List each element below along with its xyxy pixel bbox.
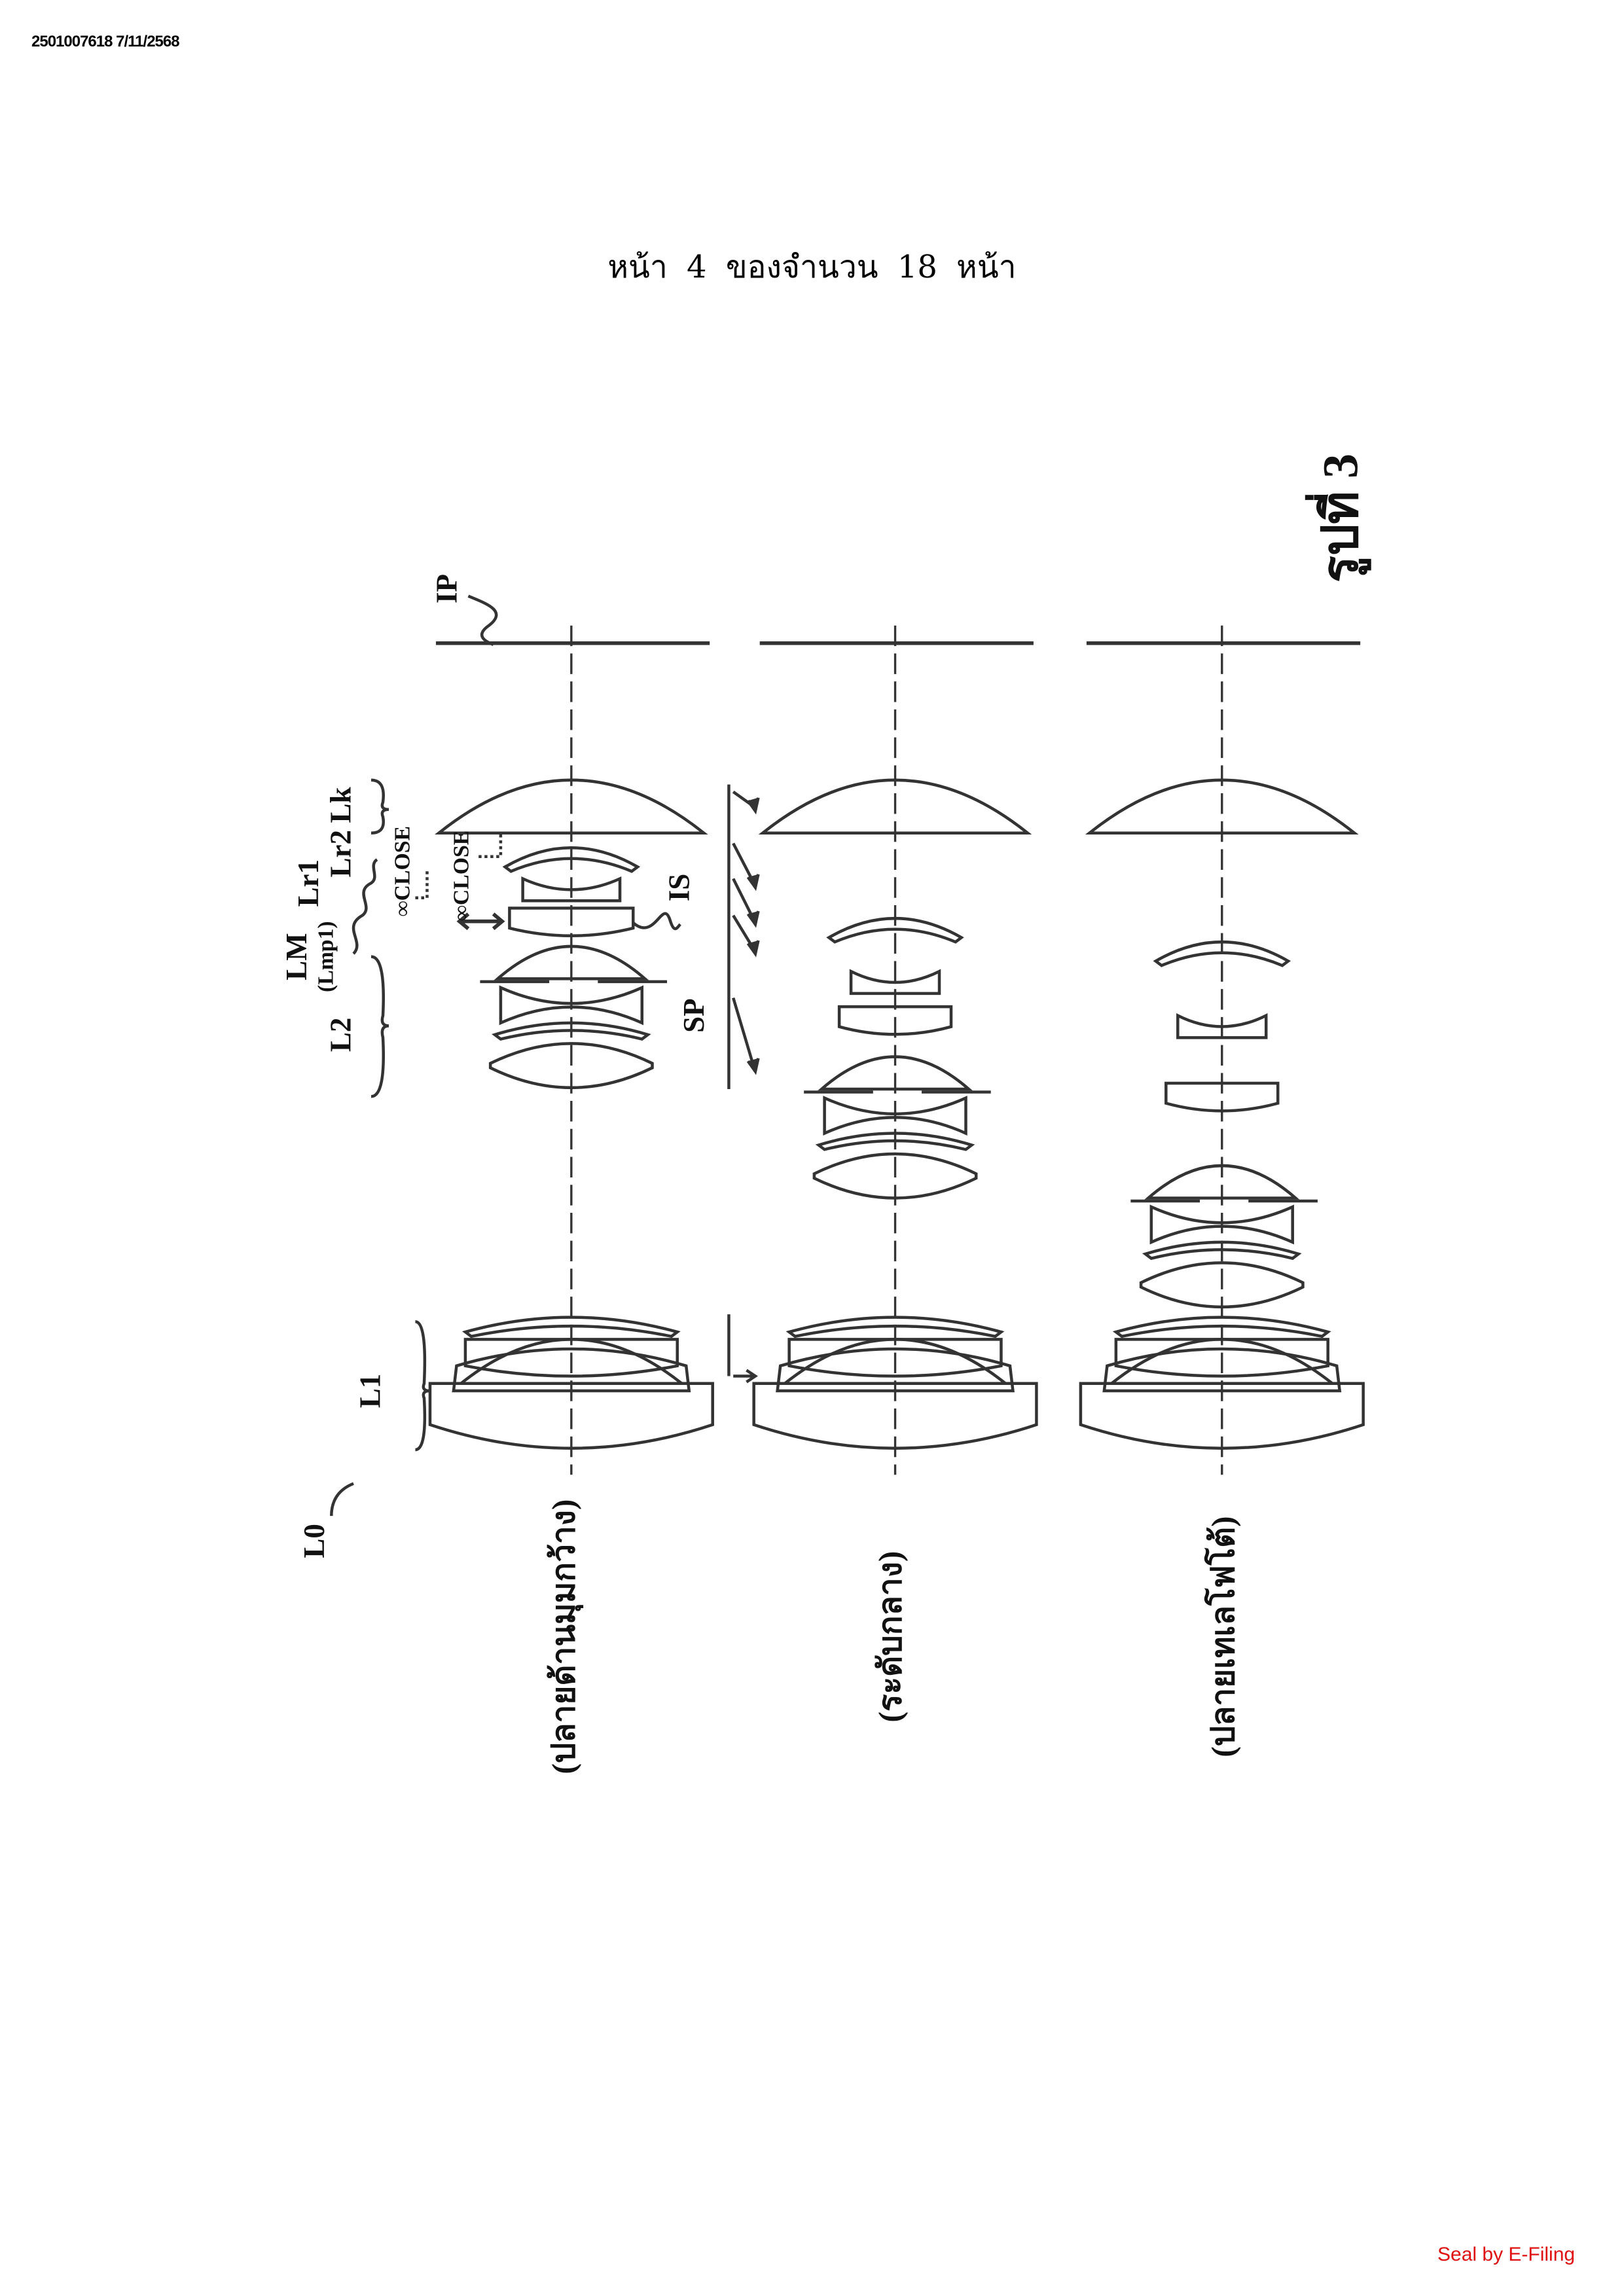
- bracket-lk: [370, 778, 389, 835]
- label-focus-infinity-close-2: ∞CLOSE: [449, 831, 473, 921]
- caption-wide-angle: (ปลายด้านมุมกว้าง): [545, 1499, 583, 1774]
- lens-element: [1102, 1347, 1342, 1393]
- label-lmp1: (Lmp1): [314, 921, 338, 992]
- lens-element: [826, 917, 964, 944]
- lens-element: [818, 1055, 973, 1091]
- lens-element: [460, 1338, 683, 1385]
- lens-elements: [352, 625, 1365, 1475]
- lens-element: [521, 876, 622, 903]
- lens-element: [435, 778, 708, 835]
- arrowhead-icon: [746, 910, 760, 928]
- is-shift-arrow: [456, 912, 505, 931]
- caption-middle: (ระดับกลาง): [873, 1551, 909, 1723]
- label-is: IS: [663, 874, 696, 902]
- lens-element: [784, 1338, 1007, 1385]
- bracket-lm-lr: [352, 858, 378, 955]
- lens-element: [494, 944, 649, 980]
- lens-element: [758, 778, 1032, 835]
- label-l1: L1: [354, 1374, 387, 1408]
- focus-path: [415, 868, 429, 899]
- label-lr1: Lr1: [292, 859, 325, 906]
- arrowhead-icon: [746, 1058, 760, 1075]
- lens-element: [1149, 1204, 1294, 1245]
- lens-element: [815, 1132, 975, 1151]
- focus-path: [478, 834, 503, 859]
- arrowhead-icon: [746, 797, 760, 815]
- lens-element: [461, 1316, 681, 1338]
- bracket-l2: [370, 955, 389, 1098]
- movement-arrow: [732, 842, 755, 884]
- e-filing-seal: Seal by E-Filing: [1437, 2244, 1576, 2265]
- lens-element: [499, 985, 644, 1026]
- arrowhead-icon: [746, 940, 760, 958]
- lens-element: [463, 1338, 679, 1378]
- label-l0: L0: [298, 1524, 331, 1558]
- label-ip: IP: [430, 574, 463, 603]
- lens-element: [1164, 1081, 1280, 1113]
- lens-element: [488, 1042, 654, 1089]
- is-leader: [632, 912, 681, 931]
- lens-element: [502, 846, 641, 873]
- lens-element: [1176, 1013, 1268, 1039]
- lens-element: [508, 906, 635, 937]
- lens-element: [776, 1347, 1015, 1393]
- lens-element: [1139, 1261, 1305, 1309]
- lens-element: [1153, 941, 1291, 967]
- document-id: 2501007618 7/11/2568: [31, 33, 180, 50]
- ip-leader: [467, 594, 498, 647]
- arrowhead-icon: [746, 874, 760, 891]
- figure-label: รูปที่ 3: [1305, 454, 1372, 583]
- movement-arrow: [732, 878, 755, 921]
- lens-element: [1114, 1338, 1329, 1378]
- lens-element: [1112, 1316, 1331, 1338]
- lens-element: [785, 1316, 1005, 1338]
- lens-element: [452, 1347, 691, 1393]
- movement-arrow: [732, 997, 755, 1067]
- lens-element: [849, 969, 941, 996]
- lens-element: [823, 1096, 967, 1136]
- lens-element: [787, 1338, 1003, 1378]
- movement-arrow: [733, 1369, 758, 1384]
- caption-telephoto: (ปลายเทเลโฟโต้): [1203, 1516, 1241, 1757]
- lens-element: [1085, 778, 1359, 835]
- lens-element: [1110, 1338, 1333, 1385]
- lens-element: [1142, 1240, 1302, 1261]
- label-focus-infinity-close-1: ∞CLOSE: [390, 826, 414, 916]
- label-lr2: Lr2: [325, 830, 357, 877]
- lens-element: [1079, 1382, 1365, 1450]
- label-lm: LM: [280, 933, 313, 980]
- page-indicator: หน้า 4 ของจำนวน 18 หน้า: [607, 249, 1017, 285]
- lens-element: [1144, 1164, 1300, 1200]
- l0-leader: [330, 1482, 354, 1516]
- label-l2: L2: [325, 1018, 357, 1052]
- label-lk: Lk: [325, 787, 357, 823]
- label-sp: SP: [677, 998, 710, 1032]
- lens-element: [428, 1382, 714, 1450]
- lens-element: [812, 1152, 978, 1200]
- lens-element: [492, 1021, 651, 1041]
- bracket-l1: [414, 1320, 431, 1452]
- lens-element: [837, 1005, 953, 1036]
- lens-element: [752, 1382, 1038, 1450]
